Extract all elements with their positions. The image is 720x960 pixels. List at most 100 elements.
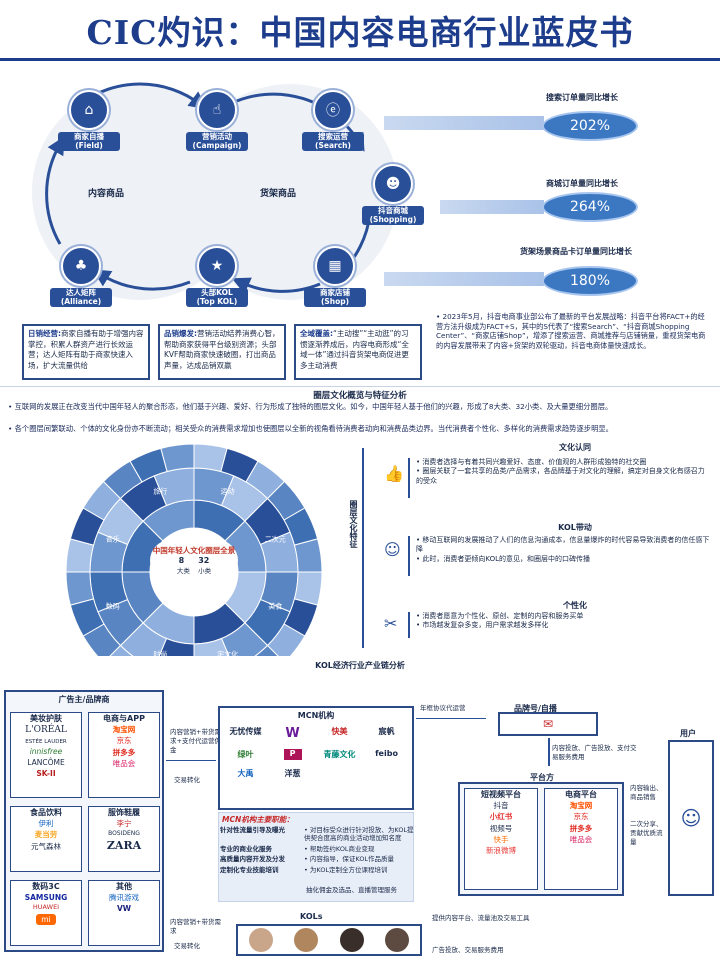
advertiser-title: 广告主/品牌商 (58, 695, 110, 704)
flow-a3-line (416, 718, 486, 719)
platform-vip: 唯品会 (569, 834, 593, 844)
box-cover-text: “主动搜”“主动逛”的习惯逐渐养成后，内容电商形成“全域一体”通过抖音货架电商促… (300, 329, 409, 370)
short-video-card: 短视频平台 抖音 小红书 视频号 快手 新浪微博 (464, 788, 538, 890)
kol-icon: ★ (197, 246, 237, 286)
cat-other-title: 其他 (116, 882, 132, 891)
feature-kol-list: • 移动互联网的发展推动了人们的信息沟通成本，信息量爆炸的时代容易导致消费者的信… (416, 536, 710, 564)
flow-a5: 内容输出、商品销售 (630, 784, 663, 801)
flow-a9: 抽化佣金及选品、直播管理服务 (306, 886, 397, 894)
mcn-logo-grid: 无忧传媒 W 快美 宸帆 绿叶 P 青藤文化 feibo 大禹 洋葱 (222, 726, 410, 779)
mcn-duty-row: 高质量内容开发及分发• 内容指导，保证KOL作品质量 (220, 855, 395, 864)
cat-ecom-app: 电商与APP 淘宝网 京东 拼多多 唯品会 (88, 712, 160, 798)
shopping-icon: ☻ (373, 164, 413, 204)
flow-a1: 内容营销+带货需求+支付代运营佣金 (170, 728, 221, 754)
brand-tencent-games: 腾讯游戏 (109, 893, 139, 902)
node-field-label: 商家自播 (Field) (58, 132, 120, 151)
growth-label-card: 货架场景商品卡订单量同比增长 (520, 247, 632, 256)
mcn-duty-title: MCN机构主要职能： (222, 815, 294, 824)
growth-value-mall: 264% (542, 192, 638, 222)
box-burst-title: 品销爆发: (164, 329, 197, 338)
tools-icon: ✂ (384, 614, 398, 633)
kol-avatar (248, 928, 273, 952)
user-box: ☺ (668, 740, 714, 896)
sunburst-segment (160, 443, 195, 473)
node-shop: ▦ 商家店铺 (Shop) (304, 246, 366, 307)
mcn-duty-row: 定制化专业技能培训• 为KOL定制全方位课程培训 (220, 865, 388, 874)
flow-a7: 内容营销+带货需求 (170, 918, 221, 935)
mcn-logo: 无忧传媒 (229, 727, 262, 736)
brand-innisfree: innisfree (29, 746, 63, 756)
box-daily: 日销经营:商家自播有助于增强内容掌控，积累人群资产进行长效运营；达人矩阵有助于商… (22, 324, 150, 380)
cat-digital: 数码3C SAMSUNG HUAWEI mi (10, 880, 82, 946)
bottom-section-title: KOL经济行业产业链分析 (315, 661, 405, 670)
growth-label-search: 搜索订单量同比增长 (546, 93, 618, 102)
node-shopping: ☻ 抖音商城 (Shopping) (362, 164, 424, 225)
platform-title: 平台方 (530, 773, 554, 782)
node-campaign: ☝ 营销活动 (Campaign) (186, 90, 248, 151)
user-icon: ☺ (680, 806, 702, 830)
growth-arrow-search (384, 116, 544, 130)
mid-section-title: 圈层文化概览与特征分析 (313, 391, 407, 401)
brand-jd: 京东 (116, 736, 132, 746)
feature-line-1 (408, 458, 410, 498)
mcn-duty-list: 针对性流量引导及曝光• 对目标受众进行针对投放、为KOL提供契合度高的商业活动增… (220, 826, 414, 874)
feature-identity-item: • 消费者选择与有着共同兴趣爱好、态度、价值观的人群形成独特的社交圈 (416, 458, 647, 466)
sunburst-label: 数码 (106, 602, 120, 611)
brand-samsung: SAMSUNG (24, 893, 68, 902)
sunburst-segment (293, 538, 323, 573)
mid-bullet-1: • 互联网的发展正在改变当代中国年轻人的聚合形态，他们基于兴趣、爱好、行为形成了… (8, 402, 613, 411)
feature-divider (362, 448, 364, 648)
node-field: ⌂ 商家自播 (Field) (58, 90, 120, 151)
sunburst-center-counts: 8 32 (178, 555, 210, 565)
node-shopping-label: 抖音商城 (Shopping) (362, 206, 424, 225)
store-icon: ⌂ (69, 90, 109, 130)
short-video-title: 短视频平台 (481, 790, 521, 799)
sunburst-center: 中国年轻人文化圈层全景 8 32 大类 小类 (150, 540, 238, 581)
node-top-kol: ★ 头部KOL (Top KOL) (186, 246, 248, 307)
sunburst-label: 美食 (268, 602, 282, 611)
mcn-logo: 绿叶 (237, 750, 254, 759)
box-daily-title: 日销经营: (28, 329, 61, 338)
people-icon: ☺ (384, 540, 401, 559)
sunburst-center-units: 大类 小类 (176, 566, 212, 575)
platform-weibo: 新浪微博 (486, 846, 516, 855)
mcn-title: MCN机构 (297, 711, 335, 720)
cat-beauty: 美妆护肤 L'ORÉAL ESTÉE LAUDER innisfree LANC… (10, 712, 82, 798)
feature-title-kol: KOL带动 (558, 523, 592, 532)
platform-kuaishou: 快手 (493, 834, 509, 844)
growth-value-card: 180% (542, 266, 638, 296)
platform-douyin: 抖音 (493, 801, 509, 810)
kol-avatar (294, 928, 319, 952)
box-burst: 品销爆发:营销活动结养消费心智，帮助商家获得平台级别资源；头部KVF帮助商家快速… (158, 324, 286, 380)
mail-icon: ✉ (542, 717, 554, 731)
feature-line-3 (408, 612, 410, 638)
growth-arrow-card (384, 272, 544, 286)
brand-self-title: 品牌号/自播 (514, 704, 557, 713)
cat-beauty-title: 美妆护肤 (30, 714, 62, 723)
mcn-logo: P (283, 749, 302, 760)
brand-loreal: L'ORÉAL (25, 725, 67, 735)
box-daily-text: 商家自播有助于增强内容掌控，积累人群资产进行长效运营；达人矩阵有助于商家快速入场… (28, 329, 144, 370)
sunburst-label: 音乐 (106, 534, 120, 543)
platform-xhs: 小红书 (489, 812, 513, 822)
flow-a3: 年框协议代运营 (420, 704, 466, 712)
node-top-kol-label: 头部KOL (Top KOL) (186, 288, 248, 307)
box-cover-title: 全域覆盖: (300, 329, 333, 338)
title-divider (0, 58, 720, 61)
mcn-logo: 洋葱 (284, 769, 301, 778)
brand-yuanqi: 元气森林 (31, 841, 61, 851)
box-cover: 全域覆盖:“主动搜”“主动逛”的习惯逐渐养成后，内容电商形成“全域一体”通过抖音… (294, 324, 422, 380)
flow-a2: 交易转化 (174, 776, 200, 784)
node-alliance: ♣ 达人矩阵 (Alliance) (50, 246, 112, 307)
thumbs-up-icon: 👍 (384, 464, 404, 483)
sunburst-label: 宅文化 (217, 649, 238, 656)
cat-digital-title: 数码3C (32, 882, 60, 891)
sunburst-segment (193, 637, 230, 656)
ecom-title: 电商平台 (565, 790, 597, 799)
brand-vw: VW (116, 904, 132, 914)
campaign-icon: ☝ (197, 90, 237, 130)
brand-xiaomi: mi (36, 914, 56, 926)
flow-a10: 提供内容平台、流量池及交易工具 (432, 914, 530, 922)
brand-mcd: 麦当劳 (34, 830, 58, 840)
